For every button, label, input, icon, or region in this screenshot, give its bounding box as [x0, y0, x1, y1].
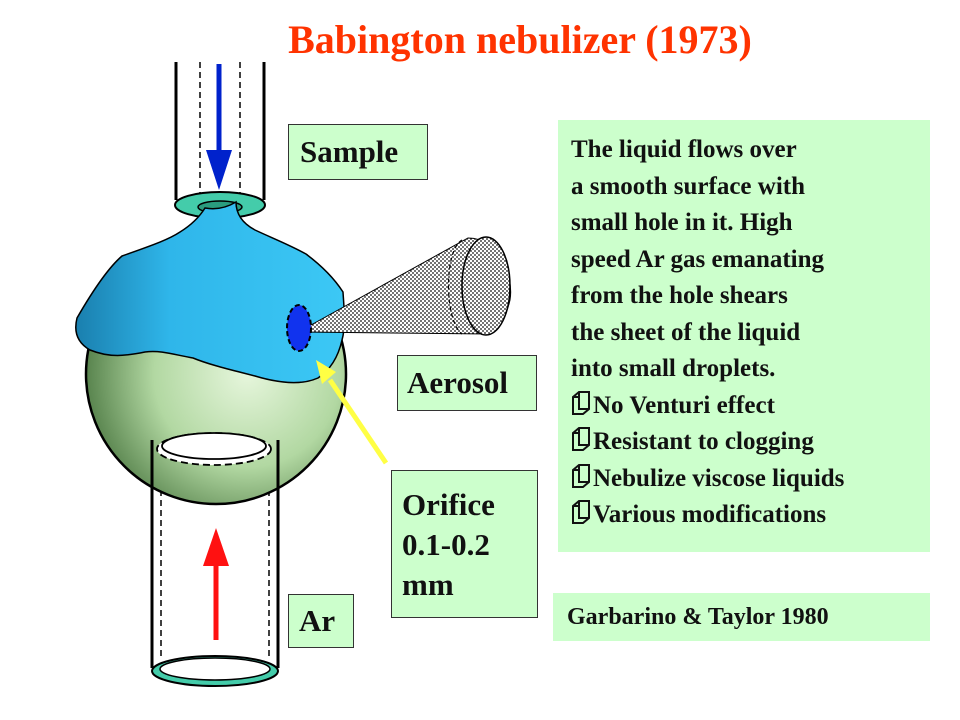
- aerosol-cone: [301, 236, 512, 336]
- bullet-text: Nebulize viscose liquids: [593, 464, 845, 492]
- ar-flow-arrow: [203, 528, 229, 640]
- description-box: The liquid flows over a smooth surface w…: [558, 120, 930, 552]
- ar-label: Ar: [288, 594, 354, 648]
- orifice-label-line: Orifice: [402, 487, 495, 522]
- sample-tube: [174, 62, 266, 219]
- orifice-label-line: mm: [402, 567, 454, 602]
- bullet-item: No Venturi effect: [571, 388, 930, 425]
- bullet-box-icon: [572, 500, 590, 524]
- description-line: a smooth surface with: [571, 172, 806, 200]
- sample-label: Sample: [288, 124, 428, 180]
- page-title: Babington nebulizer (1973): [288, 17, 752, 62]
- bullet-item: Resistant to clogging: [571, 424, 930, 461]
- orifice-label: Orifice 0.1-0.2 mm: [391, 470, 538, 618]
- bullet-text: Resistant to clogging: [593, 428, 814, 455]
- description-line: The liquid flows over: [571, 136, 797, 163]
- bullet-item: Nebulize viscose liquids: [571, 461, 930, 498]
- aerosol-label: Aerosol: [397, 355, 537, 411]
- liquid-sheet: [75, 200, 346, 384]
- description-line: speed Ar gas emanating: [571, 245, 825, 273]
- bullet-box-icon: [572, 390, 590, 415]
- description-line: the sheet of the liquid: [571, 318, 801, 346]
- sample-flow-arrow: [206, 64, 232, 190]
- orifice-pointer-arrow: [316, 360, 389, 465]
- description-line: small hole in it. High: [571, 209, 793, 236]
- description-line: into small droplets.: [571, 355, 776, 382]
- bullet-box-icon: [572, 463, 590, 488]
- bullet-box-icon: [572, 427, 590, 451]
- bullet-text: No Venturi effect: [593, 391, 775, 419]
- ar-tube-opening: [150, 432, 280, 520]
- bullet-item: Various modifications: [571, 497, 930, 534]
- bullet-text: Various modifications: [593, 501, 827, 528]
- orifice-label-line: 0.1-0.2: [402, 527, 490, 562]
- orifice-hole: [286, 304, 312, 352]
- description-line: from the hole shears: [571, 282, 788, 309]
- reference-label: Garbarino & Taylor 1980: [553, 593, 930, 641]
